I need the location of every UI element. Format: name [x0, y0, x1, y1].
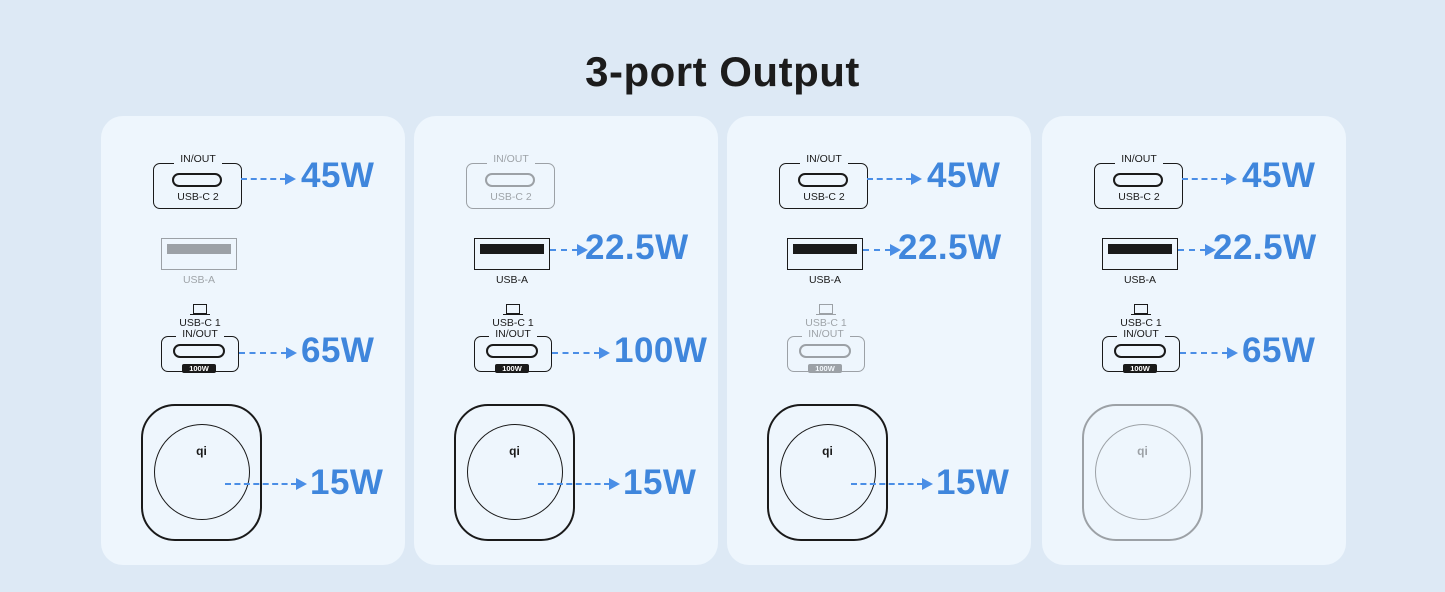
- usb-c2-label: USB-C 2: [177, 191, 219, 203]
- usb-c2-arrow: [241, 173, 296, 185]
- usb-c2-arrow: [867, 173, 922, 185]
- usb-c2-wattage: 45W: [927, 156, 1001, 195]
- usb-c-port-icon: [787, 336, 865, 372]
- qi-logo: qi: [1137, 444, 1148, 458]
- usb-c1-100w-badge: 100W: [182, 364, 216, 373]
- usb-a-wattage: 22.5W: [1213, 228, 1317, 267]
- wireless-wattage: 15W: [623, 463, 697, 502]
- page-title: 3-port Output: [585, 48, 860, 95]
- wireless-charging-pad-icon: qi: [454, 404, 575, 541]
- usb-c1-wattage: 100W: [614, 331, 708, 370]
- wireless-charging-pad-icon: qi: [141, 404, 262, 541]
- usb-c1-port: USB-C 1 IN/OUT 100W: [474, 304, 552, 376]
- usb-c1-port: USB-C 1 IN/OUT 100W: [161, 304, 239, 376]
- usb-a-arrow: [550, 244, 588, 256]
- usb-c1-100w-badge: 100W: [808, 364, 842, 373]
- wireless-arrow: [538, 478, 620, 490]
- usb-c2-arrow: [1182, 173, 1237, 185]
- usb-c2-wattage: 45W: [1242, 156, 1316, 195]
- usb-c1-inout-label: IN/OUT: [1117, 328, 1165, 340]
- usb-a-label: USB-A: [1123, 274, 1157, 286]
- usb-a-arrow: [1178, 244, 1216, 256]
- usb-a-port-icon: [1102, 238, 1178, 270]
- usb-c1-label: USB-C 1: [1120, 317, 1162, 329]
- usb-a-port: USB-A: [474, 238, 550, 286]
- laptop-icon: [190, 304, 210, 315]
- usb-c1-arrow: [552, 347, 610, 359]
- usb-c2-inout-label: IN/OUT: [800, 153, 848, 165]
- usb-c1-arrow: [1180, 347, 1238, 359]
- usb-c2-inout-label: IN/OUT: [487, 153, 535, 165]
- usb-c1-label: USB-C 1: [179, 317, 221, 329]
- wireless-wattage: 15W: [936, 463, 1010, 502]
- usb-a-port-icon: [787, 238, 863, 270]
- usb-a-port-icon: [474, 238, 550, 270]
- usb-c2-label: USB-C 2: [490, 191, 532, 203]
- usb-a-arrow: [863, 244, 901, 256]
- usb-c-port-icon: [466, 163, 555, 209]
- usb-c2-label: USB-C 2: [1118, 191, 1160, 203]
- wireless-charging-pad-icon: qi: [767, 404, 888, 541]
- usb-c1-inout-label: IN/OUT: [176, 328, 224, 340]
- usb-c1-100w-badge: 100W: [1123, 364, 1157, 373]
- usb-a-label: USB-A: [182, 274, 216, 286]
- usb-c1-inout-label: IN/OUT: [802, 328, 850, 340]
- output-card-3: IN/OUT USB-C 2 45W USB-A 22.5W USB-C 1 I…: [727, 116, 1031, 565]
- usb-c1-label: USB-C 1: [492, 317, 534, 329]
- wireless-arrow: [851, 478, 933, 490]
- wireless-wattage: 15W: [310, 463, 384, 502]
- usb-c2-port: IN/OUT USB-C 2: [466, 153, 556, 210]
- qi-logo: qi: [509, 444, 520, 458]
- usb-a-wattage: 22.5W: [585, 228, 689, 267]
- usb-c1-100w-badge: 100W: [495, 364, 529, 373]
- usb-c1-wattage: 65W: [301, 331, 375, 370]
- usb-c2-inout-label: IN/OUT: [1115, 153, 1163, 165]
- output-card-4: IN/OUT USB-C 2 45W USB-A 22.5W USB-C 1 I…: [1042, 116, 1346, 565]
- output-card-1: IN/OUT USB-C 2 45W USB-A USB-C 1 IN/OUT …: [101, 116, 405, 565]
- usb-c2-port: IN/OUT USB-C 2: [153, 153, 243, 210]
- output-card-2: IN/OUT USB-C 2 USB-A 22.5W USB-C 1 IN/OU…: [414, 116, 718, 565]
- usb-a-port: USB-A: [1102, 238, 1178, 286]
- qi-logo: qi: [822, 444, 833, 458]
- usb-a-label: USB-A: [495, 274, 529, 286]
- wireless-charging-pad-icon: qi: [1082, 404, 1203, 541]
- usb-a-wattage: 22.5W: [898, 228, 1002, 267]
- usb-a-port: USB-A: [161, 238, 237, 286]
- usb-c2-label: USB-C 2: [803, 191, 845, 203]
- usb-a-port: USB-A: [787, 238, 863, 286]
- usb-c1-wattage: 65W: [1242, 331, 1316, 370]
- usb-c2-inout-label: IN/OUT: [174, 153, 222, 165]
- usb-c2-port: IN/OUT USB-C 2: [1094, 153, 1184, 210]
- usb-c1-arrow: [239, 347, 297, 359]
- usb-c1-port: USB-C 1 IN/OUT 100W: [1102, 304, 1180, 376]
- wireless-arrow: [225, 478, 307, 490]
- qi-logo: qi: [196, 444, 207, 458]
- laptop-icon: [1131, 304, 1151, 315]
- laptop-icon: [816, 304, 836, 315]
- usb-c1-label: USB-C 1: [805, 317, 847, 329]
- usb-c1-inout-label: IN/OUT: [489, 328, 537, 340]
- usb-c2-wattage: 45W: [301, 156, 375, 195]
- laptop-icon: [503, 304, 523, 315]
- usb-c2-port: IN/OUT USB-C 2: [779, 153, 869, 210]
- usb-a-label: USB-A: [808, 274, 842, 286]
- usb-a-port-icon: [161, 238, 237, 270]
- usb-c1-port: USB-C 1 IN/OUT 100W: [787, 304, 865, 376]
